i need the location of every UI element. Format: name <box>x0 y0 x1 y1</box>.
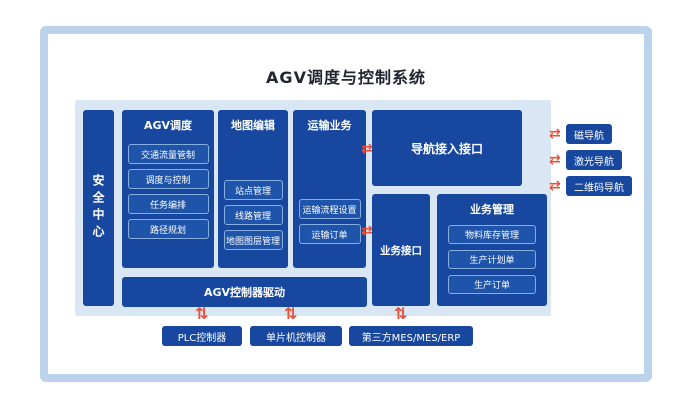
vertical-exchange-arrow-icon: ⇅ <box>284 304 298 323</box>
business-mgmt-title: 业务管理 <box>470 203 514 216</box>
business-interface-block: 业务接口 <box>372 194 430 306</box>
ext-qrcode-nav: 二维码导航 <box>566 176 632 196</box>
agv-controller-driver-bar: AGV控制器驱动 <box>122 277 367 307</box>
feature-production-order: 生产订单 <box>448 275 536 294</box>
security-center-label: 安全中心 <box>91 174 105 242</box>
exchange-arrow-icon: ⇄ <box>549 152 561 168</box>
feature-path-planning: 路径规划 <box>127 219 209 239</box>
feature-traffic-flow-control: 交通流量管制 <box>127 144 209 164</box>
feature-task-orchestration: 任务编排 <box>127 194 209 214</box>
module-agv-dispatch-title: AGV调度 <box>143 119 193 132</box>
vertical-exchange-arrow-icon: ⇅ <box>394 304 408 323</box>
agv-controller-driver-label: AGV控制器驱动 <box>203 286 286 299</box>
exchange-arrow-icon: ⇄ <box>361 141 373 157</box>
nav-access-interface-block: 导航接入接口 <box>372 110 522 186</box>
security-center-block: 安全中心 <box>83 110 114 306</box>
feature-material-inventory-mgmt: 物料库存管理 <box>448 225 536 244</box>
exchange-arrow-icon: ⇄ <box>361 223 373 239</box>
module-transport-business-title: 运输业务 <box>307 119 352 132</box>
ext-plc-controller: PLC控制器 <box>162 326 242 346</box>
module-agv-dispatch: AGV调度 交通流量管制 调度与控制 任务编排 路径规划 <box>122 110 214 268</box>
vertical-exchange-arrow-icon: ⇅ <box>195 304 209 323</box>
ext-third-party-mes-erp: 第三方MES/MES/ERP <box>349 326 473 346</box>
ext-laser-nav: 激光导航 <box>566 150 622 170</box>
ext-magnetic-nav: 磁导航 <box>566 124 612 144</box>
module-map-editor-title: 地图编辑 <box>231 119 275 132</box>
module-map-editor: 地图编辑 站点管理 线路管理 地图图层管理 <box>218 110 288 268</box>
business-mgmt-block: 业务管理 物料库存管理 生产计划单 生产订单 <box>437 194 547 306</box>
feature-transport-order: 运输订单 <box>298 224 361 244</box>
exchange-arrow-icon: ⇄ <box>549 126 561 142</box>
feature-station-management: 站点管理 <box>223 180 283 200</box>
feature-map-layer-management: 地图图层管理 <box>223 230 283 250</box>
diagram-title: AGV调度与控制系统 <box>266 68 426 87</box>
feature-dispatch-and-control: 调度与控制 <box>127 169 209 189</box>
business-interface-label: 业务接口 <box>380 244 422 257</box>
feature-route-management: 线路管理 <box>223 205 283 225</box>
nav-access-interface-label: 导航接入接口 <box>410 141 483 156</box>
ext-mcu-controller: 单片机控制器 <box>250 326 342 346</box>
exchange-arrow-icon: ⇄ <box>549 178 561 194</box>
feature-transport-flow-settings: 运输流程设置 <box>298 199 361 219</box>
module-transport-business: 运输业务 运输流程设置 运输订单 <box>293 110 366 268</box>
feature-production-plan: 生产计划单 <box>448 250 536 269</box>
